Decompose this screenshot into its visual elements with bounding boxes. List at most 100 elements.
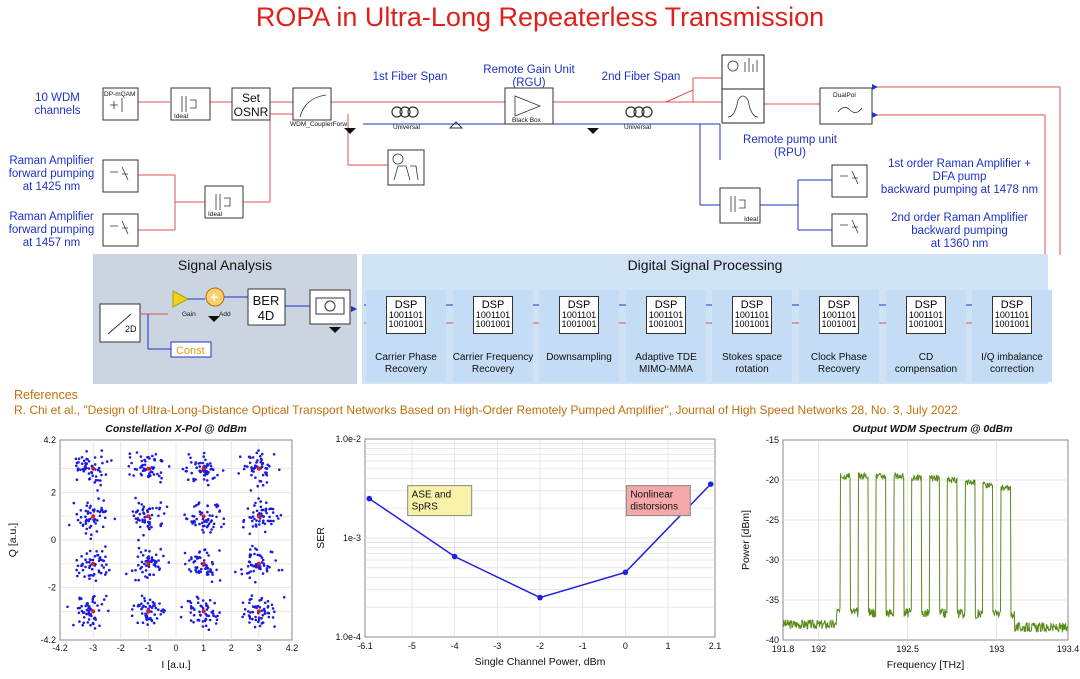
constellation-point bbox=[145, 618, 148, 621]
constellation-point bbox=[198, 522, 201, 526]
constellation-point bbox=[85, 608, 89, 612]
x-tick-label: -4.2 bbox=[52, 643, 68, 653]
schematic-diagram: Universal Universal bbox=[102, 54, 1061, 255]
constellation-point bbox=[194, 555, 197, 558]
constellation-point bbox=[266, 564, 269, 568]
constellation-point bbox=[183, 513, 186, 516]
constellation-point bbox=[246, 507, 250, 510]
constellation-point bbox=[144, 515, 147, 519]
constellation-point bbox=[100, 602, 104, 606]
x-axis-label: Single Channel Power, dBm bbox=[475, 656, 606, 668]
cluster-center bbox=[256, 514, 261, 519]
constellation-point bbox=[248, 532, 252, 536]
annotation-text: ASE and bbox=[412, 490, 451, 501]
constellation-point bbox=[253, 517, 256, 521]
constellation-point bbox=[138, 512, 142, 516]
constellation-point bbox=[257, 616, 261, 619]
constellation-point bbox=[104, 509, 107, 513]
constellation-point bbox=[201, 625, 205, 628]
constellation-point bbox=[89, 524, 93, 528]
constellation-point bbox=[142, 533, 145, 537]
constellation-point bbox=[159, 501, 163, 504]
dsp-block-label: DSP bbox=[914, 299, 938, 311]
constellation-point bbox=[263, 522, 267, 526]
constellation-point bbox=[160, 476, 163, 480]
ser-point bbox=[707, 481, 714, 487]
cluster-center bbox=[91, 561, 96, 566]
signal-wires bbox=[138, 77, 1061, 255]
constellation-point bbox=[261, 473, 265, 477]
constellation-point bbox=[271, 607, 275, 610]
constellation-point bbox=[99, 483, 102, 487]
constellation-point bbox=[268, 515, 271, 519]
constellation-point bbox=[91, 598, 95, 601]
dsp-bits-2: 1001001 bbox=[994, 319, 1030, 329]
constellation-point bbox=[250, 473, 253, 477]
constellation-point bbox=[147, 617, 150, 620]
constellation-point bbox=[77, 571, 81, 575]
ser-point bbox=[366, 495, 373, 502]
constellation-point bbox=[191, 514, 194, 518]
constellation-point bbox=[189, 570, 193, 573]
constellation-point bbox=[266, 599, 270, 603]
constellation-point bbox=[263, 601, 267, 605]
constellation-point bbox=[146, 623, 149, 626]
constellation-point bbox=[212, 525, 215, 529]
constellation-point bbox=[198, 550, 202, 553]
dsp-stage-caption: Stokes space rotation bbox=[721, 352, 783, 375]
constellation-point bbox=[203, 473, 207, 477]
constellation-point bbox=[93, 463, 97, 466]
constellation-point bbox=[156, 565, 160, 568]
constellation-point bbox=[96, 489, 99, 492]
constellation-point bbox=[222, 517, 226, 520]
constellation-point bbox=[151, 454, 154, 458]
constellation-point bbox=[187, 478, 190, 481]
constellation-point bbox=[218, 549, 221, 552]
constellation-point bbox=[80, 604, 83, 608]
constellation-point bbox=[241, 615, 244, 619]
constellation-point bbox=[89, 574, 93, 577]
x-tick-label: -5 bbox=[408, 641, 416, 651]
constellation-point bbox=[242, 612, 246, 616]
constellation-point bbox=[261, 483, 265, 487]
constellation-point bbox=[152, 473, 156, 476]
constellation-point bbox=[262, 607, 266, 611]
constellation-point bbox=[203, 548, 207, 551]
constellation-point bbox=[84, 532, 88, 535]
constellation-point bbox=[96, 509, 99, 513]
dsp-block-label: DSP bbox=[827, 299, 851, 311]
constellation-point bbox=[143, 596, 146, 600]
dsp-block-label: DSP bbox=[567, 299, 591, 311]
constellation-point bbox=[202, 451, 206, 455]
dsp-bits-2: 1001001 bbox=[475, 319, 511, 329]
constellation-point bbox=[144, 560, 148, 563]
constellation-point bbox=[190, 556, 193, 559]
cluster-center bbox=[146, 561, 151, 566]
constellation-point bbox=[192, 613, 196, 617]
constellation-point bbox=[196, 556, 200, 560]
constellation-point bbox=[260, 617, 264, 620]
constellation-point bbox=[96, 519, 99, 522]
x-tick-label: 2 bbox=[229, 643, 234, 653]
x-tick-label: 192 bbox=[811, 644, 826, 654]
constellation-point bbox=[195, 466, 198, 469]
constellation-point bbox=[192, 560, 195, 564]
constellation-point bbox=[80, 462, 84, 465]
raman-fwd-1457-label: Raman Amplifier forward pumping at 1457 … bbox=[8, 211, 95, 249]
y-tick-label: 2 bbox=[51, 487, 56, 497]
constellation-point bbox=[207, 554, 210, 557]
set-osnr-label-1: Set bbox=[242, 91, 261, 105]
constellation-point bbox=[72, 623, 75, 627]
dsp-block-label: DSP bbox=[1000, 299, 1024, 311]
constellation-point bbox=[87, 609, 91, 613]
